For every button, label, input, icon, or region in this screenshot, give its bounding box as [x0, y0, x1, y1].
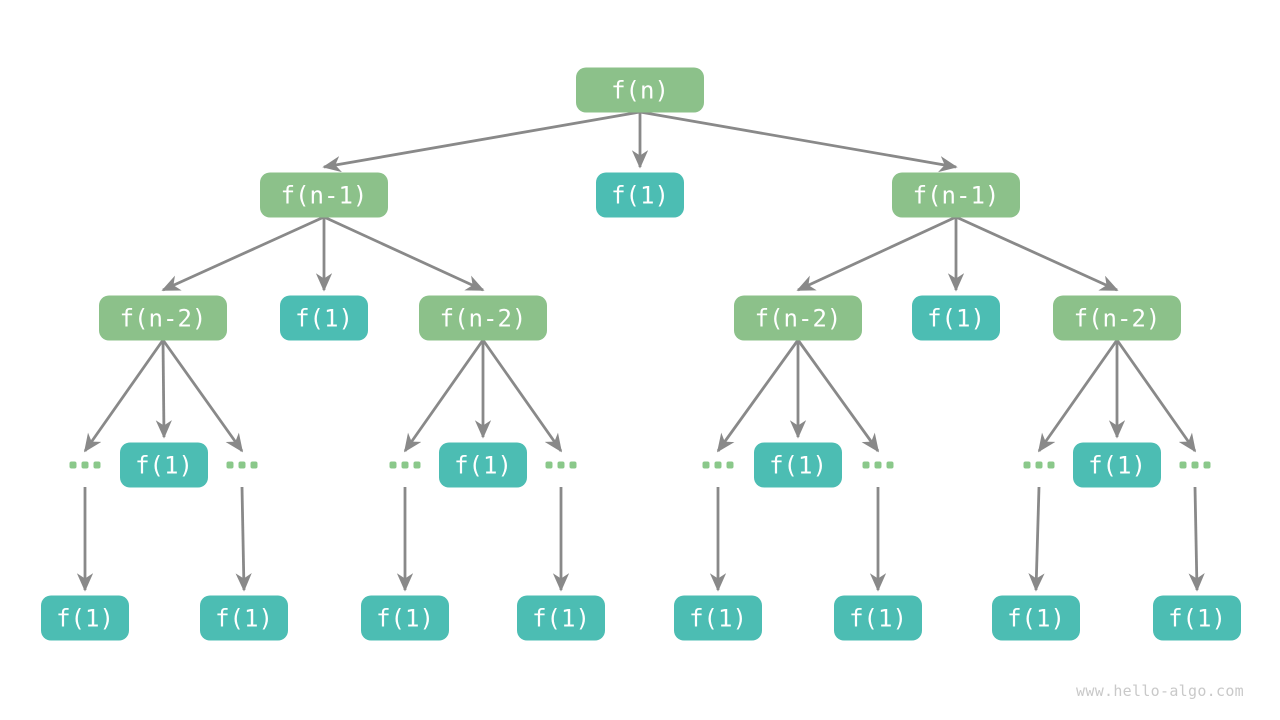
edge-arrow — [796, 215, 957, 292]
edge-arrow — [1028, 486, 1045, 592]
tree-node-f(1): f(1) — [120, 442, 208, 488]
ellipsis-dot — [69, 461, 77, 469]
edge-arrow — [235, 486, 252, 592]
tree-node-f(1): f(1) — [280, 295, 368, 341]
tree-node-f(1): f(1) — [992, 595, 1080, 641]
ellipsis-dot — [1179, 461, 1187, 469]
ellipsis-node — [862, 461, 894, 469]
tree-node-f(n-1): f(n-1) — [260, 172, 388, 218]
ellipsis-dot — [1047, 461, 1055, 469]
tree-node-f(n-2): f(n-2) — [99, 295, 227, 341]
ellipsis-dot — [886, 461, 894, 469]
ellipsis-dot — [93, 461, 101, 469]
ellipsis-dot — [569, 461, 577, 469]
ellipsis-node — [1023, 461, 1055, 469]
tree-node-f(1): f(1) — [1153, 595, 1241, 641]
tree-node-f(1): f(1) — [596, 172, 684, 218]
tree-node-f(n-2): f(n-2) — [1053, 295, 1181, 341]
tree-node-f(1): f(1) — [517, 595, 605, 641]
ellipsis-node — [226, 461, 258, 469]
edge-arrow — [481, 339, 563, 453]
tree-node-f(1): f(1) — [912, 295, 1000, 341]
edge-arrow — [1115, 339, 1197, 453]
edge-arrow — [323, 215, 485, 292]
tree-node-f(n-1): f(n-1) — [892, 172, 1020, 218]
edge-arrow — [403, 339, 485, 453]
ellipsis-dot — [862, 461, 870, 469]
ellipsis-node — [702, 461, 734, 469]
ellipsis-dot — [389, 461, 397, 469]
edge-arrow — [322, 110, 641, 173]
ellipsis-node — [545, 461, 577, 469]
ellipsis-dot — [1035, 461, 1043, 469]
ellipsis-dot — [874, 461, 882, 469]
edge-arrow — [796, 339, 880, 453]
tree-node-f(1): f(1) — [674, 595, 762, 641]
ellipsis-dot — [1203, 461, 1211, 469]
ellipsis-dot — [726, 461, 734, 469]
edge-arrow — [955, 215, 1119, 292]
tree-node-f(n): f(n) — [576, 67, 704, 113]
ellipsis-dot — [413, 461, 421, 469]
ellipsis-dot — [1191, 461, 1199, 469]
edge-arrow — [1188, 486, 1205, 592]
ellipsis-dot — [557, 461, 565, 469]
ellipsis-dot — [1023, 461, 1031, 469]
ellipsis-node — [389, 461, 421, 469]
edge-arrow — [161, 215, 325, 292]
edge-arrow — [161, 339, 244, 453]
tree-node-f(1): f(1) — [834, 595, 922, 641]
ellipsis-dot — [714, 461, 722, 469]
tree-node-f(1): f(1) — [439, 442, 527, 488]
tree-node-f(1): f(1) — [1073, 442, 1161, 488]
tree-node-f(1): f(1) — [754, 442, 842, 488]
edge-arrow — [83, 339, 165, 453]
tree-node-f(n-2): f(n-2) — [734, 295, 862, 341]
ellipsis-dot — [545, 461, 553, 469]
tree-node-f(1): f(1) — [41, 595, 129, 641]
ellipsis-dot — [702, 461, 710, 469]
ellipsis-node — [69, 461, 101, 469]
ellipsis-dot — [226, 461, 234, 469]
tree-node-f(1): f(1) — [200, 595, 288, 641]
ellipsis-dot — [238, 461, 246, 469]
edge-arrow — [639, 110, 958, 173]
ellipsis-dot — [250, 461, 258, 469]
watermark-text: www.hello-algo.com — [1076, 682, 1244, 700]
ellipsis-dot — [81, 461, 89, 469]
ellipsis-dot — [401, 461, 409, 469]
edge-arrow — [1037, 339, 1119, 453]
ellipsis-node — [1179, 461, 1211, 469]
edge-arrow — [716, 339, 800, 453]
tree-node-f(n-2): f(n-2) — [419, 295, 547, 341]
tree-node-f(1): f(1) — [361, 595, 449, 641]
edge-arrow — [155, 339, 172, 439]
